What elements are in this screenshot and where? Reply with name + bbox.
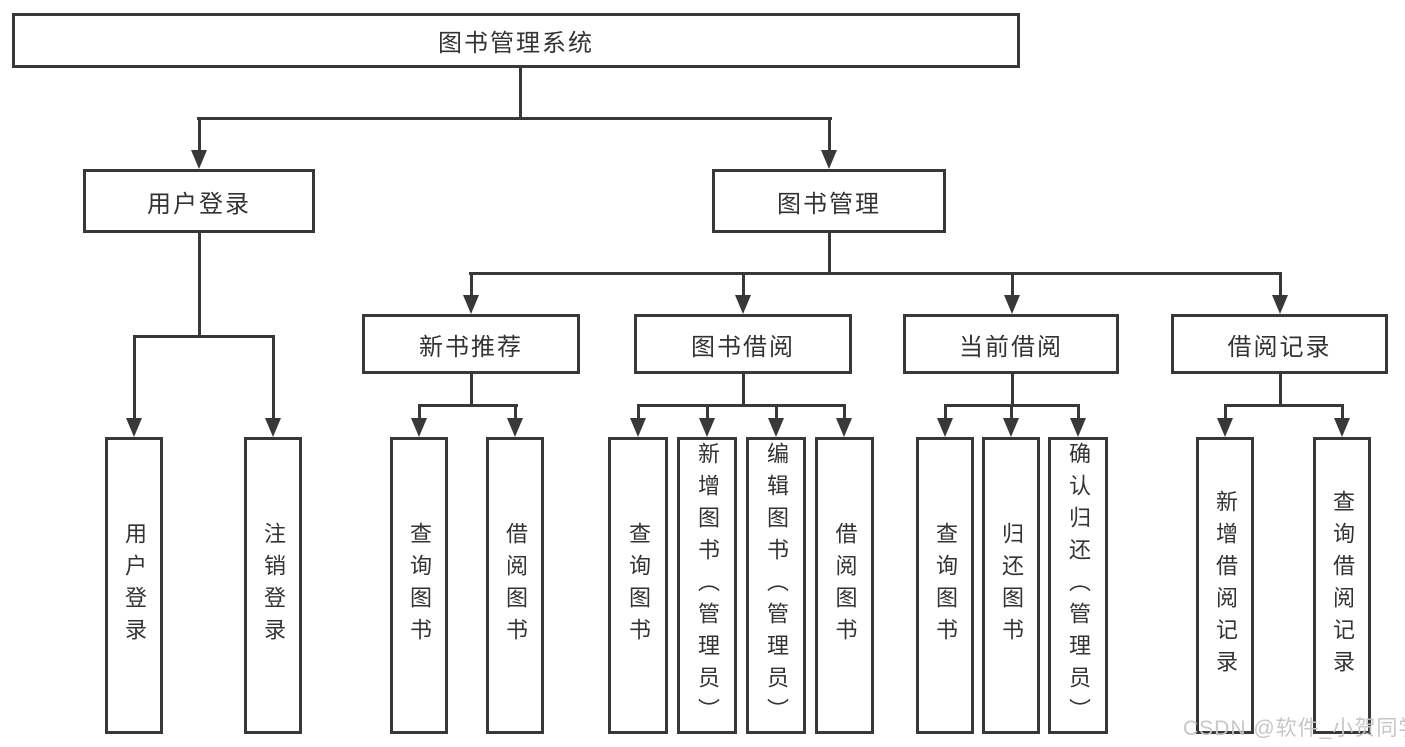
connector-drop [637, 404, 640, 419]
arrow-down-icon [411, 418, 427, 437]
connector-root-stem [519, 68, 522, 119]
connector-drop-book-mgmt [828, 117, 831, 152]
connector-crossbar [637, 404, 846, 407]
arrow-down-icon [1003, 418, 1019, 437]
connector-drop [133, 335, 136, 419]
connector-drop [706, 404, 709, 419]
node-box-user-login: 用户登录 [83, 169, 315, 233]
connector-drop [1341, 404, 1344, 419]
node-label-new-books: 新书推荐 [419, 333, 523, 361]
leaf-box-return-books: 归还图书 [982, 437, 1040, 734]
leaf-box-borrow-books-1: 借阅图书 [486, 437, 544, 734]
arrow-down-icon [768, 418, 784, 437]
node-label-user-login: 用户登录 [147, 190, 251, 218]
arrow-down-icon [1070, 418, 1086, 437]
connector-mgmt-stem [828, 233, 831, 274]
arrow-down-icon [821, 150, 837, 169]
leaf-box-add-borrow-record: 新增借阅记录 [1196, 437, 1254, 734]
arrow-down-icon [699, 418, 715, 437]
leaf-label: 新增借阅记录 [1213, 489, 1238, 682]
leaf-box-query-books-1: 查询图书 [390, 437, 448, 734]
node-box-root: 图书管理系统 [12, 13, 1020, 68]
arrow-down-icon [1004, 295, 1020, 314]
leaf-label: 借阅图书 [503, 521, 528, 650]
leaf-box-add-books-admin: 新增图书（管理员） [677, 437, 737, 734]
connector-drop [944, 404, 947, 419]
connector-drop [1077, 404, 1080, 419]
connector-drop [272, 335, 275, 419]
connector-drop [1279, 272, 1282, 297]
leaf-label: 编辑图书（管理员） [764, 441, 789, 730]
node-label-book-borrow: 图书借阅 [691, 333, 795, 361]
leaf-box-query-borrow-record: 查询借阅记录 [1313, 437, 1371, 734]
leaf-label: 新增图书（管理员） [695, 441, 720, 730]
leaf-label: 查询图书 [933, 521, 958, 650]
connector-drop [775, 404, 778, 419]
node-box-book-borrow: 图书借阅 [634, 314, 852, 374]
arrow-down-icon [735, 295, 751, 314]
connector-stem [742, 374, 745, 407]
node-box-book-mgmt: 图书管理 [712, 169, 946, 233]
connector-drop [1011, 272, 1014, 297]
arrow-down-icon [836, 418, 852, 437]
arrow-down-icon [937, 418, 953, 437]
connector-drop-user-login [198, 117, 201, 152]
leaf-box-confirm-return-admin: 确认归还（管理员） [1048, 437, 1108, 734]
node-label-root: 图书管理系统 [438, 30, 594, 57]
arrow-down-icon [507, 418, 523, 437]
connector-crossbar [1224, 404, 1344, 407]
csdn-watermark: CSDN @软件_小贺同学 [1183, 717, 1405, 740]
leaf-box-query-books-2: 查询图书 [608, 437, 668, 734]
node-label-book-mgmt: 图书管理 [777, 190, 881, 218]
connector-drop [1224, 404, 1227, 419]
connector-stem [1279, 374, 1282, 407]
leaf-label: 查询图书 [626, 521, 651, 650]
connector-drop [418, 404, 421, 419]
arrow-down-icon [1217, 418, 1233, 437]
leaf-label: 查询借阅记录 [1330, 489, 1355, 682]
connector-drop [843, 404, 846, 419]
connector-root-crossbar [197, 117, 832, 120]
arrow-down-icon [463, 295, 479, 314]
node-box-current-borrow: 当前借阅 [903, 314, 1119, 374]
leaf-label: 确认归还（管理员） [1066, 441, 1091, 730]
connector-drop [470, 272, 473, 297]
connector-stem [1011, 374, 1014, 407]
connector-drop [514, 404, 517, 419]
connector-drop [1010, 404, 1013, 419]
leaf-box-query-books-3: 查询图书 [916, 437, 974, 734]
leaf-box-borrow-books-2: 借阅图书 [815, 437, 874, 734]
connector-login-stem [198, 233, 201, 336]
leaf-label: 归还图书 [999, 521, 1024, 650]
connector-mgmt-crossbar [469, 272, 1282, 275]
leaf-box-edit-books-admin: 编辑图书（管理员） [746, 437, 806, 734]
connector-stem [470, 374, 473, 407]
leaf-box-user-login: 用户登录 [105, 437, 163, 734]
node-box-new-books: 新书推荐 [362, 314, 580, 374]
leaf-label: 注销登录 [261, 521, 286, 650]
connector-crossbar [418, 404, 518, 407]
arrow-down-icon [630, 418, 646, 437]
node-label-borrow-records: 借阅记录 [1227, 333, 1332, 361]
connector-login-crossbar [133, 335, 275, 338]
node-box-borrow-records: 借阅记录 [1171, 314, 1388, 374]
arrow-down-icon [191, 150, 207, 169]
leaf-box-logout: 注销登录 [244, 437, 302, 734]
arrow-down-icon [1334, 418, 1350, 437]
node-label-current-borrow: 当前借阅 [959, 333, 1063, 361]
leaf-label: 用户登录 [122, 521, 147, 650]
leaf-label: 查询图书 [407, 521, 432, 650]
arrow-down-icon [1272, 295, 1288, 314]
leaf-label: 借阅图书 [832, 521, 858, 650]
connector-drop [742, 272, 745, 297]
arrow-down-icon [126, 418, 142, 437]
arrow-down-icon [265, 418, 281, 437]
